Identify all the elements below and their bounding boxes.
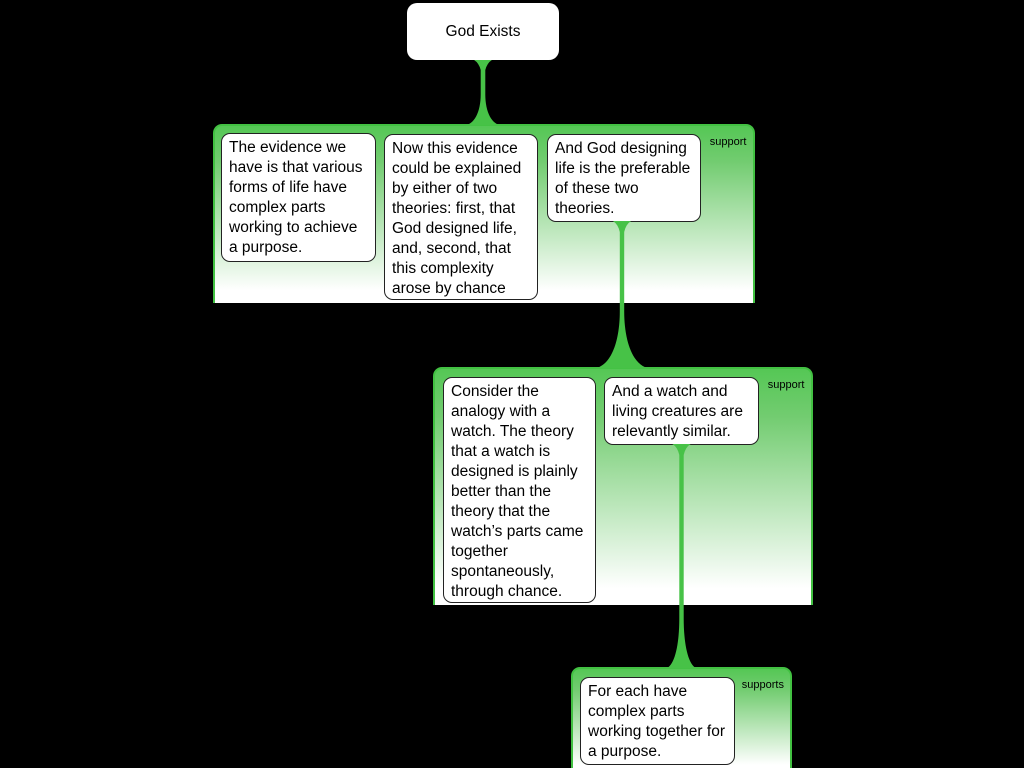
contention-text: God Exists: [445, 22, 521, 40]
support-group-3-label: supports: [741, 679, 784, 691]
contention-node-god-exists[interactable]: God Exists: [407, 3, 559, 60]
premise-node-god-preferable[interactable]: And God designing life is the preferable…: [547, 134, 701, 222]
premise-node-two-theories[interactable]: Now this evidence could be explained by …: [384, 134, 538, 300]
support-connector-1[interactable]: [463, 60, 503, 126]
premise-node-watch-analogy[interactable]: Consider the analogy with a watch. The t…: [443, 376, 596, 603]
premise-node-relevantly-similar[interactable]: And a watch and living creatures are rel…: [604, 377, 759, 445]
premise-node-complex-parts[interactable]: For each have complex parts working toge…: [580, 677, 735, 765]
support-group-2-label: support: [767, 379, 805, 391]
premise-node-evidence[interactable]: The evidence we have is that various for…: [221, 133, 376, 262]
support-group-1-label: support: [709, 136, 747, 148]
